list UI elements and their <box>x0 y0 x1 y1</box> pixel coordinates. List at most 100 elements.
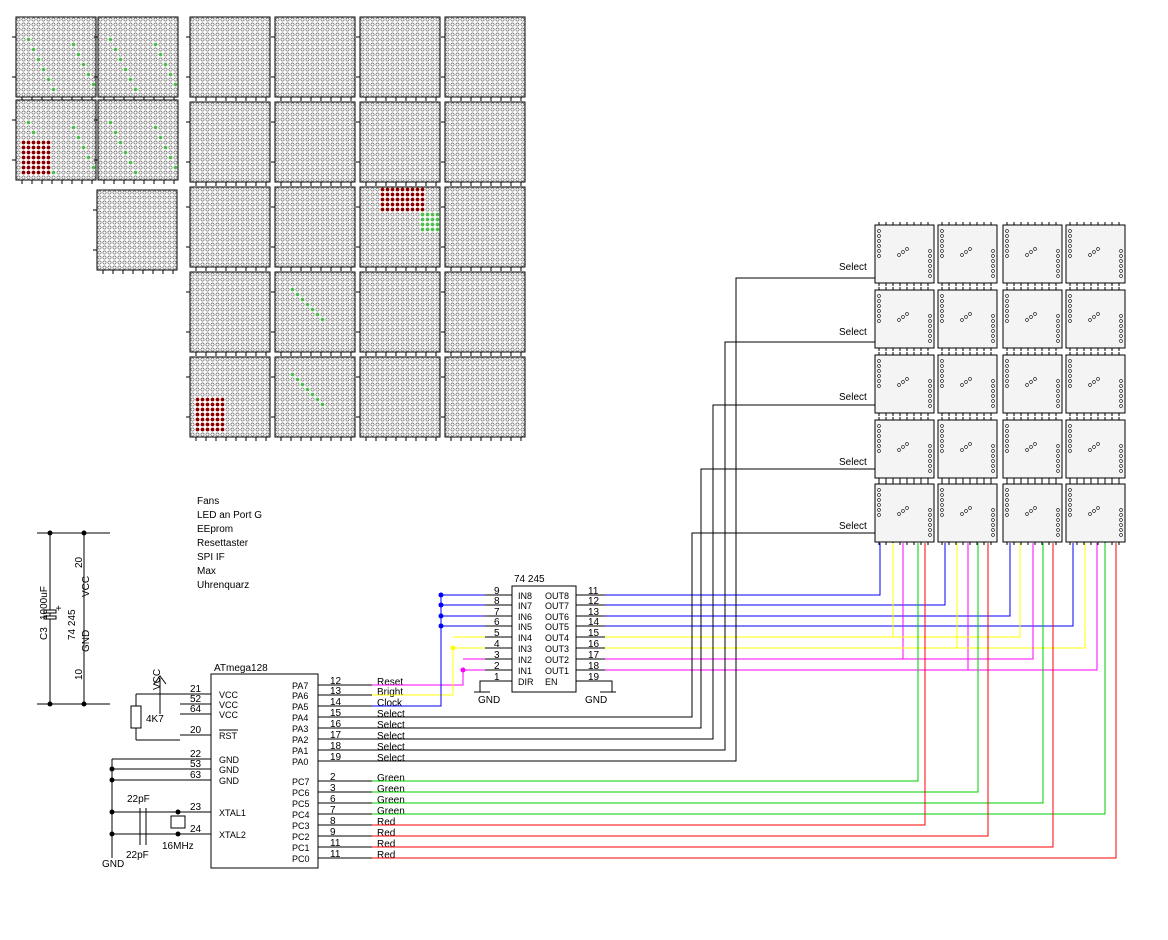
led-dot <box>113 77 118 82</box>
led-dot <box>520 117 525 122</box>
led-dot <box>445 242 450 247</box>
led-dot <box>365 67 370 72</box>
led-dot <box>495 32 500 37</box>
led-dot <box>210 302 215 307</box>
led-dot <box>235 127 240 132</box>
led-dot <box>195 92 200 97</box>
led-dot <box>260 282 265 287</box>
led-dot <box>490 82 495 87</box>
led-dot <box>395 222 400 227</box>
led-dot <box>205 297 210 302</box>
led-dot <box>435 87 440 92</box>
led-dot <box>415 167 420 172</box>
led-dot <box>163 27 168 32</box>
led-dot <box>325 132 330 137</box>
led-dot <box>365 57 370 62</box>
led-dot <box>290 202 295 207</box>
led-dot <box>335 312 340 317</box>
led-dot <box>280 17 285 22</box>
led-dot <box>380 152 385 157</box>
led-dot <box>435 177 440 182</box>
led-dot <box>320 22 325 27</box>
led-dot <box>495 197 500 202</box>
led-dot <box>455 127 460 132</box>
led-dot <box>320 42 325 47</box>
led-dot <box>325 17 330 22</box>
led-dot <box>280 262 285 267</box>
led-dot <box>505 257 510 262</box>
led-dot <box>485 187 490 192</box>
led-dot <box>505 137 510 142</box>
led-dot <box>400 132 405 137</box>
led-dot <box>280 157 285 162</box>
led-dot <box>91 145 96 150</box>
led-dot <box>450 112 455 117</box>
led-dot <box>205 82 210 87</box>
led-dot <box>265 207 270 212</box>
led-dot <box>350 292 355 297</box>
led-dot <box>510 257 515 262</box>
led-dot <box>91 72 96 77</box>
led-dot <box>280 147 285 152</box>
led-dot <box>260 87 265 92</box>
led-dot <box>305 62 310 67</box>
led-dot <box>505 227 510 232</box>
led-dot <box>157 240 162 245</box>
led-dot <box>113 52 118 57</box>
led-dot <box>71 37 76 42</box>
led-dot <box>480 187 485 192</box>
led-dot <box>385 252 390 257</box>
led-dot <box>465 92 470 97</box>
led-dot <box>405 202 410 207</box>
led-dot <box>350 157 355 162</box>
led-dot <box>245 302 250 307</box>
led-dot <box>215 212 220 217</box>
led-dot <box>66 135 71 140</box>
led-dot <box>400 167 405 172</box>
led-dot <box>162 265 167 270</box>
led-dot <box>280 192 285 197</box>
led-dot <box>113 47 118 52</box>
led-dot <box>163 47 168 52</box>
led-dot <box>245 137 250 142</box>
led-dot <box>290 62 295 67</box>
led-dot <box>225 252 230 257</box>
led-dot <box>123 140 128 145</box>
led-dot <box>173 47 178 52</box>
led-matrix-panel <box>94 16 179 101</box>
led-dot <box>295 57 300 62</box>
led-dot <box>108 47 113 52</box>
led-dot <box>415 232 420 237</box>
led-dot <box>46 22 51 27</box>
led-dot <box>290 287 295 292</box>
led-dot <box>490 197 495 202</box>
led-dot <box>220 212 225 217</box>
led-dot <box>240 92 245 97</box>
led-dot <box>230 192 235 197</box>
led-dot <box>385 202 390 207</box>
led-dot <box>200 77 205 82</box>
led-dot <box>395 112 400 117</box>
led-dot <box>26 100 31 105</box>
led-dot <box>500 202 505 207</box>
led-dot <box>230 77 235 82</box>
led-dot <box>420 217 425 222</box>
led-dot <box>133 150 138 155</box>
led-dot <box>81 105 86 110</box>
led-dot <box>81 145 86 150</box>
led-dot <box>310 272 315 277</box>
led-dot <box>168 140 173 145</box>
led-dot <box>385 187 390 192</box>
led-dot <box>500 47 505 52</box>
led-dot <box>305 202 310 207</box>
led-dot <box>148 92 153 97</box>
led-dot <box>250 82 255 87</box>
led-dot <box>190 162 195 167</box>
led-dot <box>200 222 205 227</box>
led-dot <box>148 17 153 22</box>
led-dot <box>31 170 36 175</box>
led-dot <box>51 175 56 180</box>
led-dot <box>330 152 335 157</box>
led-dot <box>500 32 505 37</box>
led-dot <box>430 82 435 87</box>
